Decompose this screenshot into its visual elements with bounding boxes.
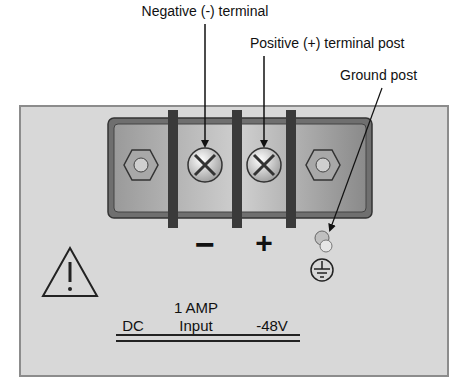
callout-label: Positive (+) terminal post [250,36,404,51]
polarity-mark: + [255,226,273,259]
panel-text: DC [122,318,144,335]
callout-label: Negative (-) terminal [142,4,269,19]
polarity-mark: − [195,226,215,263]
panel-text: -48V [256,318,288,335]
callout-label: Ground post [340,68,417,83]
panel-text: Input [179,318,212,335]
rating-text: 1 AMP [174,300,218,317]
